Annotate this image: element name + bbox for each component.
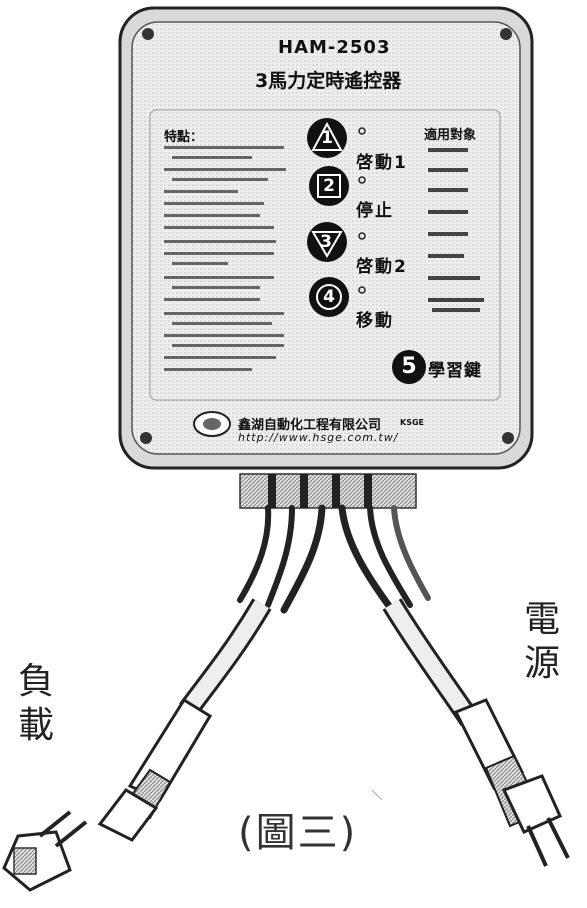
company-logo	[193, 411, 231, 437]
button-1-label: 啓動1	[356, 153, 408, 173]
features-fine-print	[164, 146, 286, 371]
button-4-label: 移動	[356, 311, 394, 331]
learn-button-label: 學習鍵	[428, 361, 482, 381]
learn-button-number: 5	[401, 354, 417, 379]
power-label: 電源	[523, 599, 560, 684]
button-2-number: 2	[323, 176, 335, 196]
button-shapes	[307, 118, 426, 384]
button-2-label: 停止	[356, 201, 394, 221]
features-heading: 特點：	[164, 130, 204, 145]
button-1-number: 1	[321, 128, 333, 148]
button-4-number: 4	[323, 287, 335, 307]
load-label: 負載	[17, 661, 54, 746]
company-url: http://www.hsge.com.tw/	[238, 431, 399, 444]
wires	[237, 504, 431, 614]
load-cable	[2, 598, 272, 892]
terminal-block	[239, 473, 417, 509]
button-3-label: 啓動2	[356, 257, 408, 277]
company-tag: KSGE	[400, 418, 424, 427]
targets-heading: 適用對象	[424, 128, 477, 143]
targets-fine-print	[428, 148, 484, 312]
product-name: 3馬力定時遙控器	[255, 70, 402, 92]
power-cable	[382, 598, 570, 867]
button-3-number: 3	[320, 232, 332, 252]
figure-caption: (圖三)	[238, 810, 358, 856]
company-name: 鑫湖自動化工程有限公司	[238, 418, 382, 433]
model-number: HAM-2503	[278, 37, 391, 58]
